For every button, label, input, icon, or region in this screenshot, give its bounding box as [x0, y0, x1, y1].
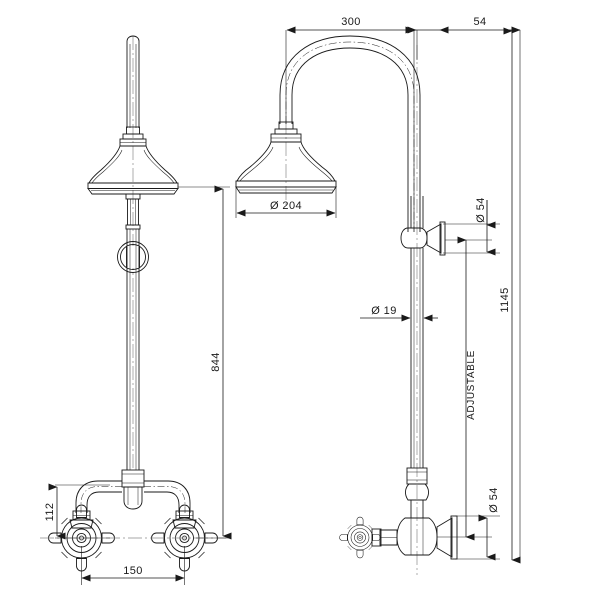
front-diverter-valve [371, 515, 458, 560]
dimension-annotations: 300 54 Ø 204 Ø 54 Ø 19 1145 ADJUSTABLE Ø [44, 16, 521, 585]
front-gooseneck-arm [279, 35, 421, 232]
dim-label-204: Ø 204 [270, 200, 302, 212]
side-mixer-body [121, 469, 145, 510]
side-head-stub [125, 193, 141, 230]
front-shower-head [235, 141, 337, 194]
dim-label-844: 844 [210, 352, 222, 372]
dim-label-54-lower: Ø 54 [488, 487, 500, 512]
side-riser-pipe [126, 229, 140, 470]
dim-label-adjustable: ADJUSTABLE [466, 350, 477, 420]
dim-label-54-upper: Ø 54 [475, 197, 487, 222]
front-riser-pipe [410, 196, 424, 468]
side-holder-ring [117, 241, 149, 273]
side-arm-right [144, 480, 197, 529]
front-cross-handle [339, 516, 381, 559]
dim-label-1145: 1145 [499, 287, 511, 312]
side-shower-arm [126, 35, 140, 128]
dim-label-112: 112 [44, 503, 56, 522]
side-view-drawing [40, 35, 226, 572]
dim-label-19: Ø 19 [371, 305, 396, 317]
dim-label-300: 300 [341, 16, 361, 28]
dim-label-150: 150 [123, 565, 143, 577]
side-shower-head [87, 145, 179, 195]
front-view-drawing [235, 35, 458, 575]
dim-label-54-top: 54 [473, 16, 486, 28]
side-arm-left [69, 480, 122, 529]
front-slip-joint [405, 467, 429, 518]
